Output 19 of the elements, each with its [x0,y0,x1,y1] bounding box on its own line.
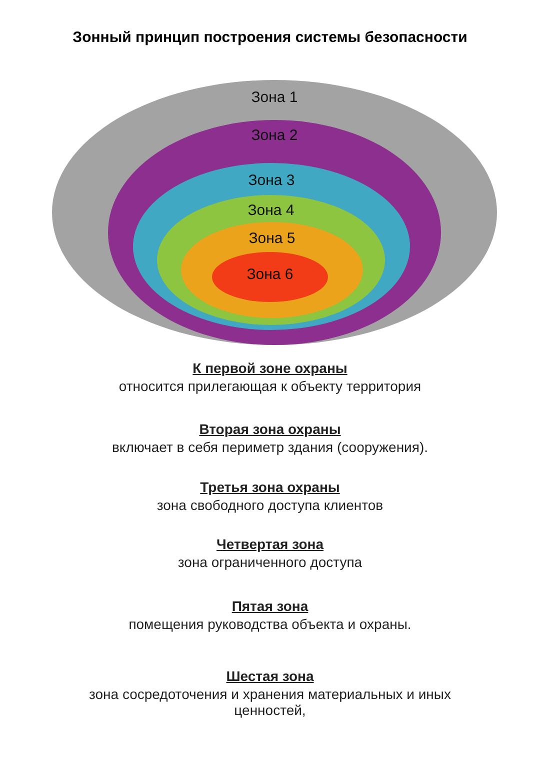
title: Зонный принцип построения системы безопасности [72,29,468,46]
description-text: включает в себя периметр здания (сооружения). [110,439,430,455]
section-heading: Вторая зона охраны [199,421,341,437]
description-text: относится прилегающая к объекту территория [118,378,422,394]
zone-label: Зона 2 [251,127,298,144]
description-text: зона ограниченного доступа [176,554,364,570]
description-text: зона сосредоточения и хранения материальных и иных ценностей, [88,686,452,718]
zone-label: Зона 3 [248,172,295,189]
description-text: помещения руководства объекта и охраны. [128,616,412,632]
zone-label: Зона 1 [251,89,298,106]
section-heading: К первой зоне охраны [192,360,348,376]
section-heading: Шестая зона [226,668,314,684]
description-text: зона свободного доступа клиентов [156,497,384,513]
section-heading: Четвертая зона [216,536,324,552]
zone-label: Зона 5 [248,230,296,247]
zone-label: Зона 4 [248,202,294,219]
section-heading: Третья зона охраны [200,479,340,495]
section-heading: Пятая зона [232,598,308,614]
zone-label: Зона 6 [246,266,294,283]
